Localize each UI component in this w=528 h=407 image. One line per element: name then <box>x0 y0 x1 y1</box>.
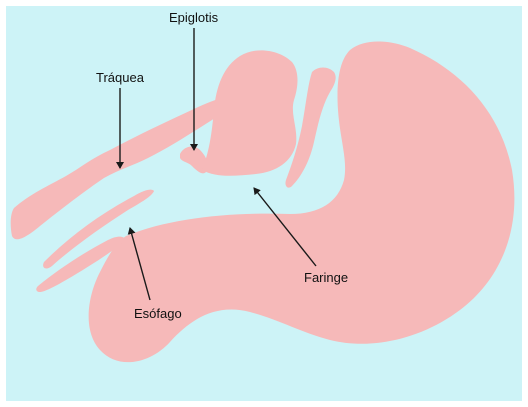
label-esophagus: Esófago <box>134 306 182 321</box>
label-pharynx: Faringe <box>304 270 348 285</box>
label-trachea: Tráquea <box>96 70 145 85</box>
label-epiglottis: Epiglotis <box>169 10 219 25</box>
